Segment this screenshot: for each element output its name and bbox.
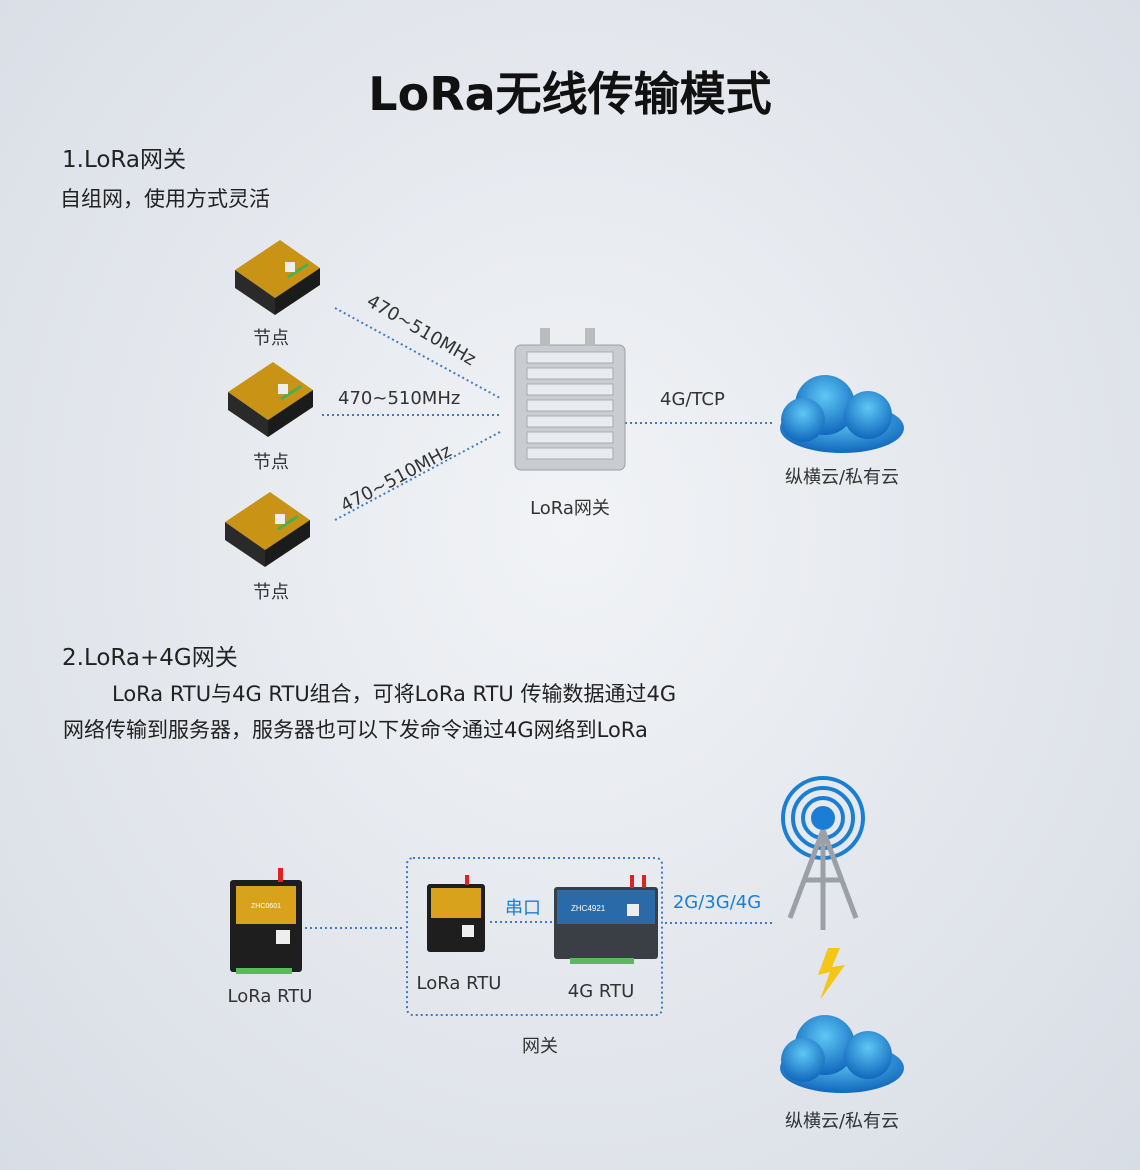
lora-rtu-model-label: ZHC0601 — [251, 903, 281, 910]
uplink-label: 4G/TCP — [660, 389, 725, 410]
node-label-2: 节点 — [253, 452, 289, 473]
gateway-box — [406, 857, 663, 1016]
cloud-icon-2 — [780, 1015, 904, 1093]
lora-rtu-device — [230, 868, 302, 974]
lora-gateway-device — [514, 328, 626, 471]
serial-label: 串口 — [505, 898, 541, 919]
link-line-1 — [334, 307, 501, 399]
node-device-3 — [225, 492, 310, 567]
rtu-4g-label: 4G RTU — [567, 981, 635, 1002]
node-device-1 — [235, 240, 320, 315]
page-title: LoRa无线传输模式 — [368, 67, 772, 121]
section2-heading: 2.LoRa+4G网关 — [62, 645, 238, 671]
section2-paragraph-line2: 网络传输到服务器，服务器也可以下发命令通过4G网络到LoRa — [63, 718, 648, 742]
rtu-4g-device — [554, 875, 658, 964]
link-line-3 — [334, 431, 501, 521]
cloud-label-2: 纵横云/私有云 — [784, 1111, 900, 1132]
network-label: 2G/3G/4G — [672, 892, 762, 913]
cloud-label-1: 纵横云/私有云 — [784, 467, 900, 488]
gateway-label: LoRa网关 — [530, 498, 610, 519]
node-label-3: 节点 — [253, 582, 289, 603]
section1-heading: 1.LoRa网关 — [62, 147, 186, 173]
cloud-icon-1 — [780, 375, 904, 453]
section2-paragraph-line1: LoRa RTU与4G RTU组合，可将LoRa RTU 传输数据通过4G — [112, 682, 677, 706]
gateway-box-label: 网关 — [522, 1036, 558, 1057]
section1-subtitle: 自组网，使用方式灵活 — [60, 187, 270, 211]
rtu-4g-model-label: ZHC4921 — [571, 904, 606, 913]
inner-lora-rtu-label: LoRa RTU — [416, 973, 502, 994]
node-device-2 — [228, 362, 313, 437]
inner-lora-rtu-device — [427, 875, 485, 952]
frequency-label-2: 470~510MHz — [338, 388, 461, 409]
lora-rtu-label: LoRa RTU — [227, 986, 313, 1007]
signal-tower-icon — [781, 776, 865, 930]
lightning-icon — [818, 948, 845, 1000]
node-label-1: 节点 — [253, 328, 289, 349]
